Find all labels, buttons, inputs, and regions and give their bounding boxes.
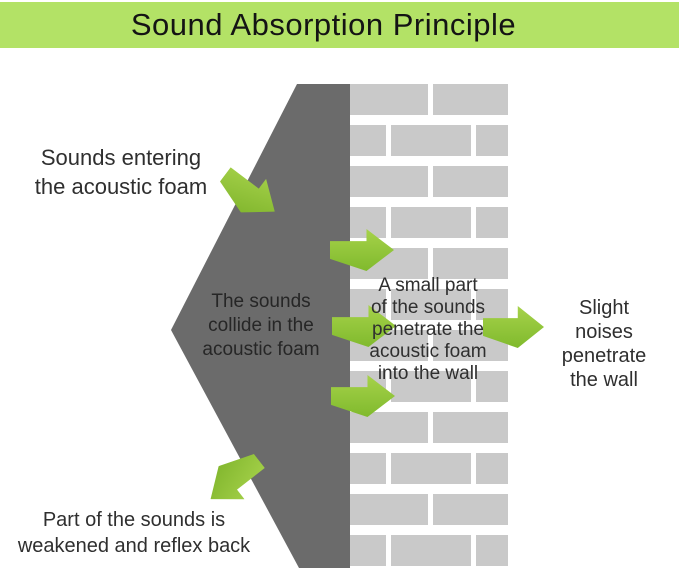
brick [476, 453, 508, 484]
brick [433, 494, 508, 525]
brick-wall [350, 84, 508, 568]
brick-row [350, 535, 508, 566]
brick-row [350, 412, 508, 443]
label-reflex-back: Part of the sounds is weakened and refle… [17, 509, 251, 557]
brick [476, 289, 508, 320]
brick [350, 412, 428, 443]
title-bar: Sound Absorption Principle [0, 2, 679, 48]
brick-row [350, 494, 508, 525]
brick [476, 207, 508, 238]
brick [391, 535, 471, 566]
label-slight-noises: Slight noises penetrate the wall [561, 297, 647, 391]
brick [433, 412, 508, 443]
brick [350, 535, 386, 566]
brick [391, 371, 471, 402]
brick [391, 453, 471, 484]
brick [433, 248, 508, 279]
label-sounds-entering: Sounds entering the acoustic foam [34, 145, 208, 199]
brick [350, 494, 428, 525]
brick-row [350, 453, 508, 484]
brick [391, 125, 471, 156]
brick [391, 207, 471, 238]
label-penetrate-foam: A small part of the sounds penetrate the… [369, 275, 487, 384]
brick [476, 535, 508, 566]
brick [350, 166, 428, 197]
label-sounds-collide: The sounds collide in the acoustic foam [202, 291, 320, 360]
brick [476, 371, 508, 402]
brick [433, 166, 508, 197]
brick [350, 125, 386, 156]
brick-row [350, 207, 508, 238]
brick-row [350, 84, 508, 115]
brick [433, 84, 508, 115]
brick [350, 453, 386, 484]
brick [350, 84, 428, 115]
brick-row [350, 166, 508, 197]
brick [391, 289, 471, 320]
brick-row [350, 125, 508, 156]
page-title: Sound Absorption Principle [130, 7, 517, 42]
brick [476, 125, 508, 156]
